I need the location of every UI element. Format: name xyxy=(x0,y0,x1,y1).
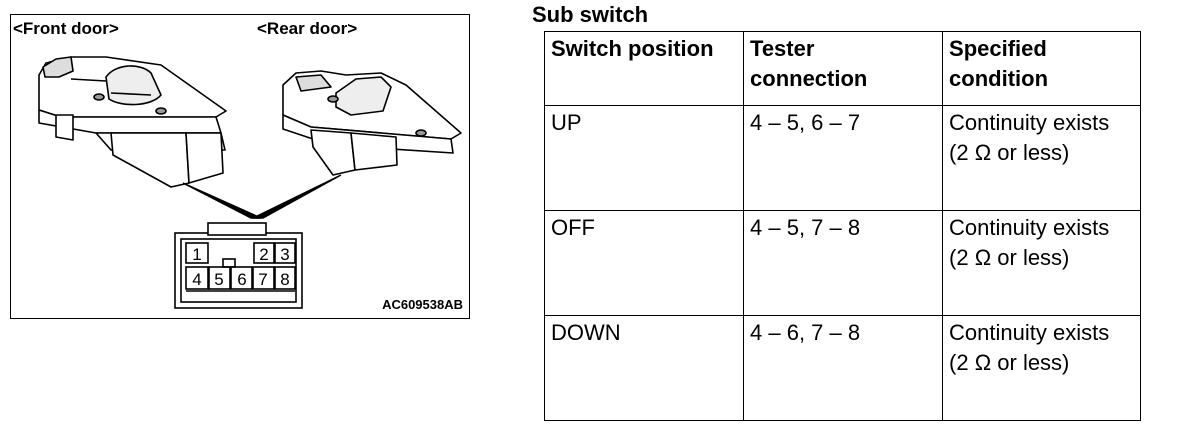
connector-pin-5: 5 xyxy=(214,270,223,289)
cell-specified-condition: Continuity exists (2 Ω or less) xyxy=(942,105,1141,211)
connector-pin-4: 4 xyxy=(192,270,201,289)
cell-switch-position: UP xyxy=(543,105,745,211)
cell-switch-position: OFF xyxy=(543,210,745,316)
front-door-switch xyxy=(38,56,227,188)
table-row: UP 4 – 5, 6 – 7 Continuity exists (2 Ω o… xyxy=(543,105,1141,211)
figure-code: AC609538AB xyxy=(382,297,463,312)
switch-illustration: 1 2 3 4 5 6 7 8 <Front door> <Rear door>… xyxy=(10,14,470,319)
front-door-label: <Front door> xyxy=(13,19,119,38)
connector-pin-7: 7 xyxy=(258,270,267,289)
header-switch-position: Switch position xyxy=(543,31,745,106)
leader-lines xyxy=(182,174,342,219)
header-tester-connection: Tester connection xyxy=(743,31,944,106)
header-specified-condition: Specified condition xyxy=(942,31,1141,106)
cell-switch-position: DOWN xyxy=(543,315,745,421)
rear-door-label: <Rear door> xyxy=(257,19,358,38)
connector-pin-3: 3 xyxy=(280,245,289,264)
connector-diagram xyxy=(174,222,303,309)
section-title: Sub switch xyxy=(532,2,649,27)
cell-tester-connection: 4 – 5, 6 – 7 xyxy=(743,105,944,211)
connector-pin-2: 2 xyxy=(259,245,268,264)
rear-door-switch xyxy=(282,70,462,176)
spec-table: Switch position Tester connection Specif… xyxy=(543,31,1141,421)
cell-tester-connection: 4 – 6, 7 – 8 xyxy=(743,315,944,421)
connector-pin-1: 1 xyxy=(192,245,201,264)
table-header-row: Switch position Tester connection Specif… xyxy=(543,31,1141,106)
table-row: OFF 4 – 5, 7 – 8 Continuity exists (2 Ω … xyxy=(543,210,1141,316)
table-row: DOWN 4 – 6, 7 – 8 Continuity exists (2 Ω… xyxy=(543,315,1141,421)
switch-drawing: 1 2 3 4 5 6 7 8 xyxy=(38,56,462,309)
cell-tester-connection: 4 – 5, 7 – 8 xyxy=(743,210,944,316)
cell-specified-condition: Continuity exists (2 Ω or less) xyxy=(942,210,1141,316)
connector-pin-8: 8 xyxy=(280,270,289,289)
connector-pin-6: 6 xyxy=(237,270,246,289)
cell-specified-condition: Continuity exists (2 Ω or less) xyxy=(942,315,1141,421)
